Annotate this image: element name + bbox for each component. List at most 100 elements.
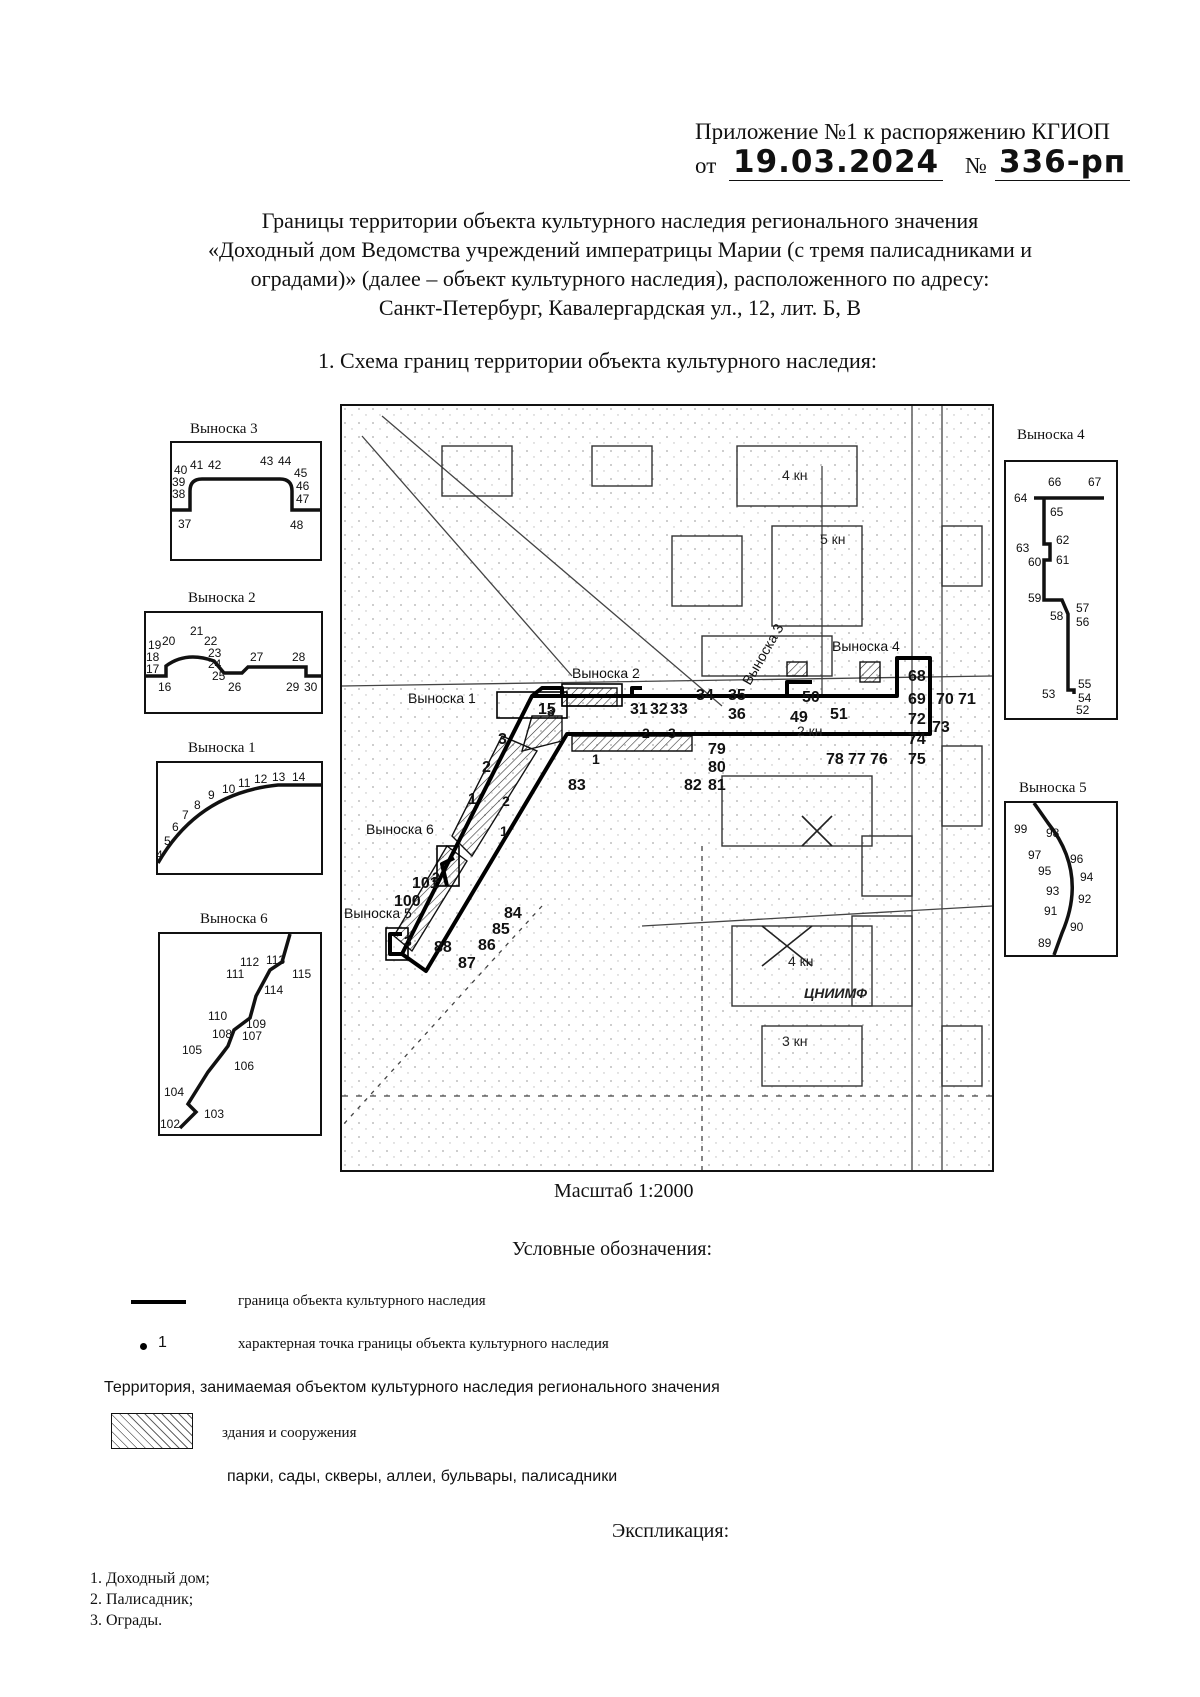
callout-6-point: 110 (208, 1009, 227, 1023)
callout-5-point: 91 (1044, 904, 1058, 918)
number-prefix: № (965, 153, 987, 178)
cadastral-map: Выноска 1 Выноска 2 Выноска 3 Выноска 4 … (340, 404, 994, 1172)
callout-5-point: 96 (1070, 852, 1084, 866)
title-line-1: Границы территории объекта культурного н… (261, 208, 979, 233)
callout-4-point: 60 (1028, 555, 1042, 569)
callout-3-point: 47 (296, 492, 310, 506)
callout-5-point: 98 (1046, 826, 1060, 840)
map-street-label: 3 кн (782, 1033, 808, 1049)
callout-1-point: 11 (238, 776, 251, 790)
callout-1-point: 14 (292, 770, 306, 784)
callout-1-point: 8 (194, 798, 201, 812)
map-point: 79 (708, 741, 726, 758)
callout-2-title: Выноска 2 (188, 590, 256, 606)
callout-6-point: 108 (212, 1027, 232, 1041)
map-area-number: 3 (404, 933, 412, 949)
parks-legend-label: парки, сады, скверы, аллеи, бульвары, па… (227, 1468, 618, 1485)
map-point: 15 (538, 701, 556, 718)
callout-6-point: 103 (204, 1107, 224, 1121)
map-point: 85 (492, 921, 510, 938)
order-date: 19.03.2024 (729, 144, 944, 181)
callout-5-drawing: 89 90 91 92 93 94 95 96 97 98 99 (1014, 803, 1094, 955)
callout-4-point: 63 (1016, 541, 1030, 555)
map-point: 84 (504, 905, 522, 922)
callout-5-point: 97 (1028, 848, 1042, 862)
map-area-number: 2 (432, 869, 440, 885)
callout-1-point: 9 (208, 788, 215, 802)
map-area-number: 1 (500, 823, 508, 839)
map-point: 32 (650, 701, 668, 718)
callout-6-drawing: 102 103 104 105 106 107 108 109 110 111 … (160, 934, 311, 1131)
map-point: 2 (482, 759, 491, 776)
explication-heading: Экспликация: (612, 1520, 730, 1542)
map-point: 82 (684, 777, 702, 794)
map-street-label: 4 кн (782, 467, 808, 483)
callout-4-point: 55 (1078, 677, 1092, 691)
callout-2-point: 30 (304, 680, 318, 694)
section-heading: 1. Схема границ территории объекта культ… (318, 348, 878, 373)
callout-4-point: 59 (1028, 591, 1042, 605)
callout-1-point: 6 (172, 820, 179, 834)
callout-2-point: 24 (208, 657, 222, 671)
callout-5-point: 95 (1038, 864, 1052, 878)
callout-2-drawing: 16 17 18 19 20 21 22 23 24 25 26 27 28 2… (146, 624, 321, 694)
callout-5: 89 90 91 92 93 94 95 96 97 98 99 (1004, 801, 1118, 957)
callout-4-point: 64 (1014, 491, 1028, 505)
callout-2-point: 26 (228, 680, 242, 694)
callout-4-point: 65 (1050, 505, 1064, 519)
callout-5-point: 92 (1078, 892, 1092, 906)
callout-4-point: 58 (1050, 609, 1064, 623)
callout-3-point: 42 (208, 458, 222, 472)
explication-item: 3. Ограды. (90, 1612, 163, 1629)
callout-6-point: 115 (292, 967, 311, 981)
callout-4-title: Выноска 4 (1017, 427, 1085, 443)
map-area-number: 2 (502, 793, 510, 809)
map-area-number: 2 (642, 725, 650, 741)
point-legend-label: характерная точка границы объекта культу… (238, 1336, 609, 1352)
point-marker-number: 1 (158, 1334, 167, 1351)
callout-1-point: 7 (182, 808, 189, 822)
callout-3-point: 44 (278, 454, 292, 468)
callout-4-point: 66 (1048, 475, 1062, 489)
callout-2-point: 20 (162, 634, 176, 648)
map-drawing: Выноска 1 Выноска 2 Выноска 3 Выноска 4 … (342, 406, 992, 1170)
callout-5-point: 89 (1038, 936, 1052, 950)
map-point: 51 (830, 706, 848, 723)
map-point: 33 (670, 701, 688, 718)
callout-3-drawing: 37 38 39 40 41 42 43 44 45 46 47 48 (172, 454, 320, 532)
map-point: 31 (630, 701, 648, 718)
map-point: 78 (826, 751, 844, 768)
boundary-legend-label: граница объекта культурного наследия (238, 1293, 486, 1309)
map-street-label: 5 кн (820, 531, 846, 547)
legend-heading: Условные обозначения: (512, 1238, 713, 1260)
map-point: 83 (568, 777, 586, 794)
territory-legend-label: Территория, занимаемая объектом культурн… (104, 1379, 720, 1396)
callout-3-point: 48 (290, 518, 304, 532)
map-point: 86 (478, 937, 496, 954)
document-title: Границы территории объекта культурного н… (120, 206, 1120, 322)
map-point: 74 (908, 731, 926, 748)
title-line-3: оградами)» (далее – объект культурного н… (250, 266, 990, 291)
order-number: 336-рп (995, 144, 1131, 181)
buildings-hatch-symbol (111, 1413, 193, 1449)
callout-2-point: 28 (292, 650, 306, 664)
callout-2-point: 18 (146, 650, 160, 664)
callout-2-point: 23 (208, 646, 222, 660)
map-point: 1 (468, 791, 477, 808)
callout-4-point: 62 (1056, 533, 1070, 547)
map-point: 68 (908, 668, 926, 685)
map-callout-ref: Выноска 4 (832, 638, 900, 654)
map-street-label: ЦНИИМФ (804, 985, 867, 1001)
callout-6-point: 109 (246, 1017, 266, 1031)
callout-5-point: 99 (1014, 822, 1028, 836)
map-area-number: 3 (668, 725, 676, 741)
callout-1-title: Выноска 1 (188, 740, 256, 756)
map-callout-ref: Выноска 5 (344, 905, 412, 921)
callout-5-point: 93 (1046, 884, 1060, 898)
point-marker-icon (140, 1343, 147, 1350)
title-line-2: «Доходный дом Ведомства учреждений импер… (207, 237, 1032, 262)
callout-6: 102 103 104 105 106 107 108 109 110 111 … (158, 932, 322, 1136)
callout-2: 16 17 18 19 20 21 22 23 24 25 26 27 28 2… (144, 611, 323, 714)
callout-3: 37 38 39 40 41 42 43 44 45 46 47 48 (170, 441, 322, 561)
map-point: 50 (802, 689, 820, 706)
